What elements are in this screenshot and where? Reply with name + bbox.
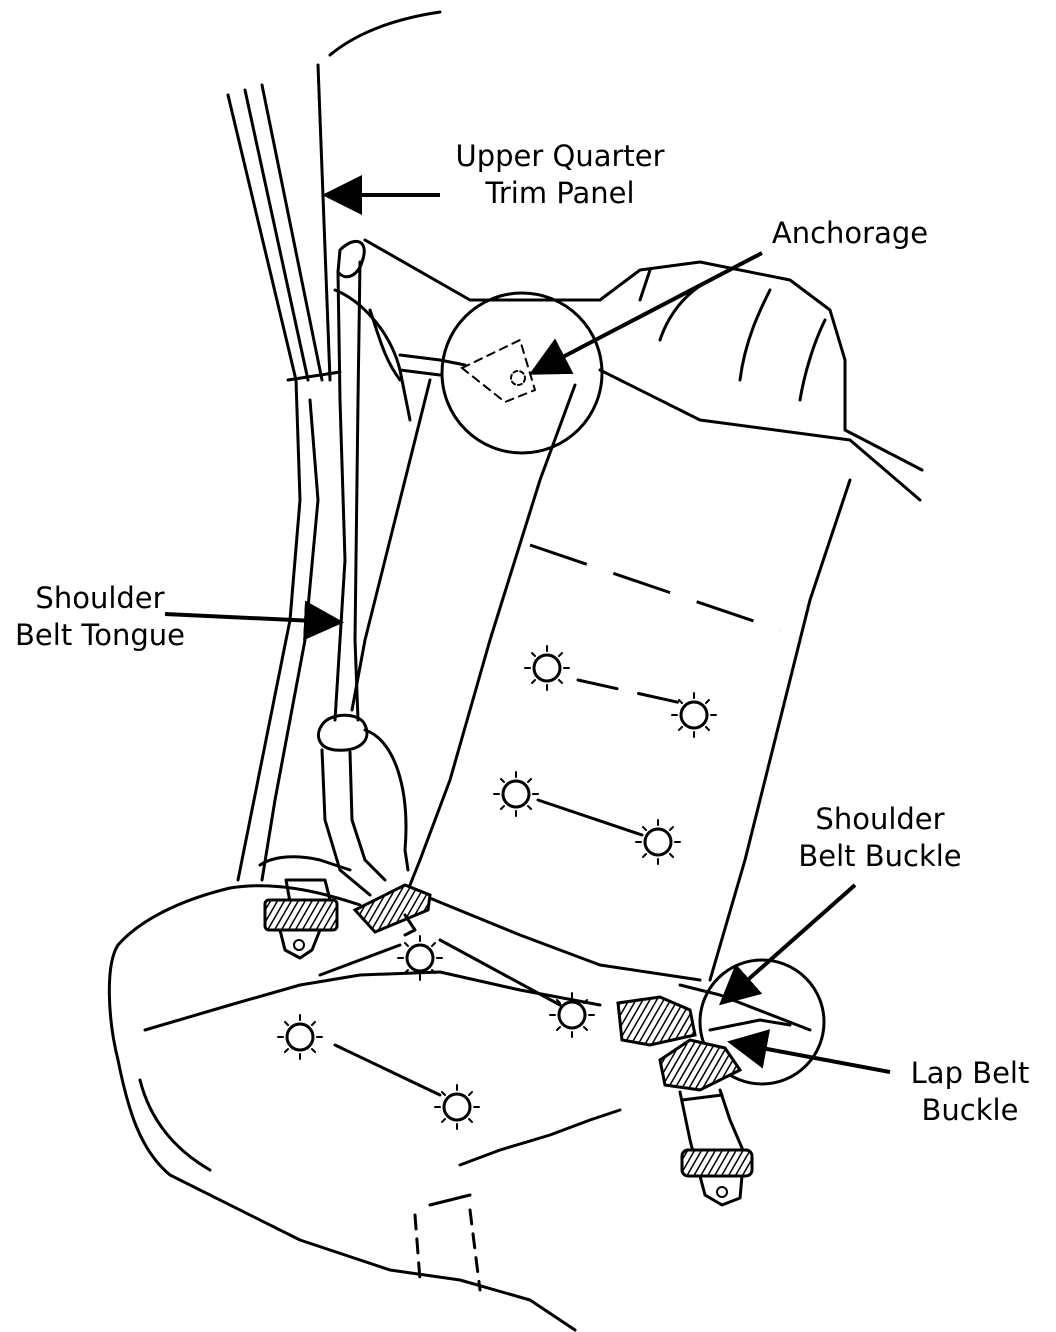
arrow-lap-belt-buckle [727,1029,891,1074]
seat-back [333,238,924,982]
label-upper-quarter-trim-panel: Upper Quarter Trim Panel [440,138,680,212]
buckle-detail [616,958,826,1207]
label-line: Anchorage [771,216,929,250]
label-line: Belt Buckle [798,839,962,873]
arrow-shoulder-belt-buckle [719,883,857,1006]
label-line: Upper Quarter [455,139,665,173]
left-buckles [263,878,432,960]
label-lap-belt-buckle: Lap Belt Buckle [895,1055,1045,1129]
label-line: Shoulder [35,581,165,615]
label-line: Trim Panel [485,176,635,210]
label-line: Shoulder [815,802,945,836]
label-shoulder-belt-tongue: Shoulder Belt Tongue [0,580,200,654]
label-shoulder-belt-buckle: Shoulder Belt Buckle [780,801,980,875]
arrow-anchorage [528,251,763,375]
tufting-buttons [277,645,717,1130]
anchorage-detail [398,291,604,455]
label-line: Belt Tongue [15,618,185,652]
label-line: Lap Belt [910,1056,1030,1090]
label-anchorage: Anchorage [760,215,940,252]
label-line: Buckle [921,1093,1019,1127]
seat-cushion [107,855,702,1332]
shoulder-belt-strap [317,239,410,897]
callout-arrows [164,175,891,1074]
arrow-shoulder-belt-tongue [164,600,344,641]
